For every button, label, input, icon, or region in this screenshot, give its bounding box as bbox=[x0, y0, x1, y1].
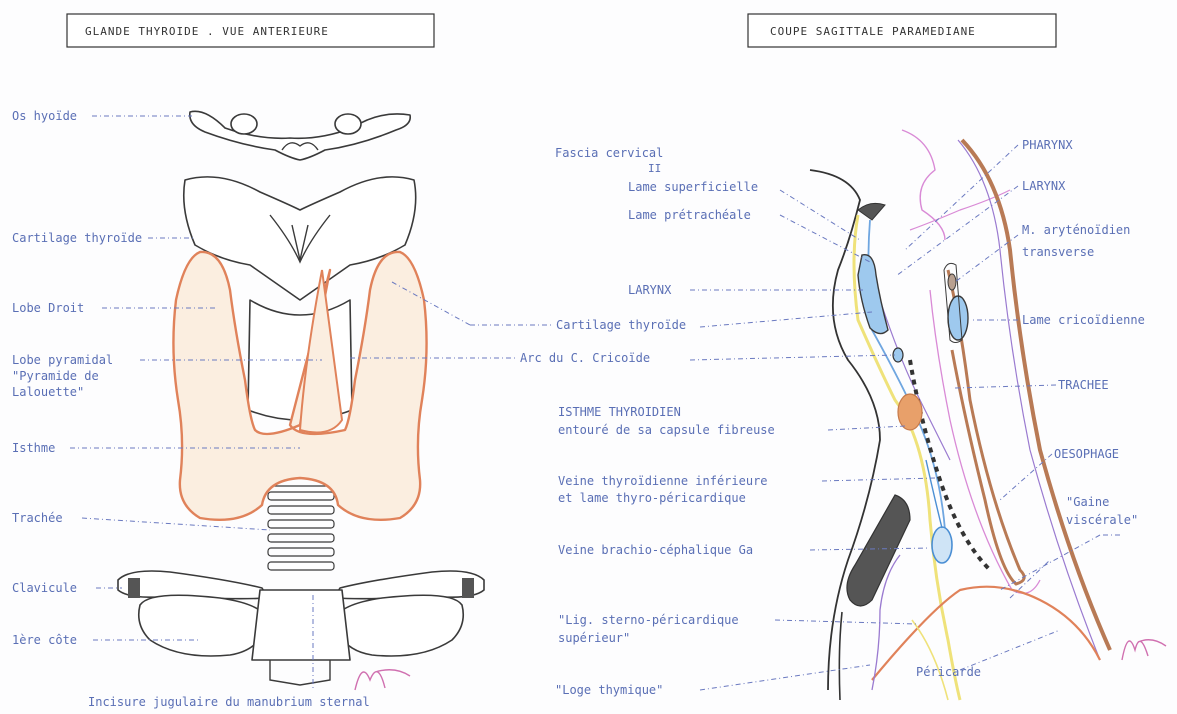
signature-right bbox=[1122, 640, 1166, 660]
label-isthme-thyroidien: ISTHME THYROIDIEN bbox=[558, 405, 681, 419]
label-lame-superficielle: Lame superficielle bbox=[628, 180, 758, 194]
label-gaine: "Gaine bbox=[1066, 495, 1109, 509]
label-pyramide-de: "Pyramide de bbox=[12, 369, 99, 383]
label-aryteno: M. aryténoïdien bbox=[1022, 223, 1130, 237]
label-fascia-cervical: Fascia cervical bbox=[555, 146, 663, 160]
label-arc-cricoide: Arc du C. Cricoïde bbox=[520, 351, 650, 365]
title-right: COUPE SAGITTALE PARAMEDIANE bbox=[748, 14, 1056, 47]
label-lig-superieur: supérieur" bbox=[558, 631, 630, 645]
label-lame-thyro-pericardique: et lame thyro-péricardique bbox=[558, 491, 746, 505]
label-lobe-pyramidal: Lobe pyramidal bbox=[12, 353, 113, 367]
label-pharynx: PHARYNX bbox=[1022, 138, 1073, 152]
label-veine-thyroidienne: Veine thyroïdienne inférieure bbox=[558, 474, 768, 488]
label-lig-sterno: "Lig. sterno-péricardique bbox=[558, 613, 739, 627]
label-premiere-cote: 1ère côte bbox=[12, 633, 77, 647]
label-isthme-capsule: entouré de sa capsule fibreuse bbox=[558, 423, 775, 437]
title-right-text: COUPE SAGITTALE PARAMEDIANE bbox=[770, 25, 976, 38]
clavicles-and-ribs bbox=[118, 571, 484, 685]
signature-left bbox=[355, 670, 410, 690]
label-larynx-left: LARYNX bbox=[628, 283, 672, 297]
label-veine-brachio: Veine brachio-céphalique Ga bbox=[558, 543, 753, 557]
label-center-cartilage: Cartilage thyroïde bbox=[556, 318, 686, 332]
label-transverse: transverse bbox=[1022, 245, 1094, 259]
label-viscerale: viscérale" bbox=[1066, 513, 1138, 527]
title-left-text: GLANDE THYROIDE . VUE ANTERIEURE bbox=[85, 25, 329, 38]
label-incisure: Incisure jugulaire du manubrium sternal bbox=[88, 695, 370, 709]
title-left: GLANDE THYROIDE . VUE ANTERIEURE bbox=[67, 14, 434, 47]
label-larynx-right: LARYNX bbox=[1022, 179, 1066, 193]
label-lobe-droit: Lobe Droit bbox=[12, 301, 84, 315]
label-trachee-right: TRACHEE bbox=[1058, 378, 1109, 392]
right-labels: Fascia cervical II Lame superficielle La… bbox=[555, 138, 1145, 697]
hyoid-bone bbox=[190, 111, 410, 160]
label-pericarde: Péricarde bbox=[916, 665, 981, 679]
label-trachee: Trachée bbox=[12, 511, 63, 525]
label-clavicule: Clavicule bbox=[12, 581, 77, 595]
label-cartilage-thyroide: Cartilage thyroïde bbox=[12, 231, 142, 245]
label-oesophage: OESOPHAGE bbox=[1054, 447, 1119, 461]
label-lame-pretracheale: Lame prétrachéale bbox=[628, 208, 751, 222]
label-lalouette: Lalouette" bbox=[12, 385, 84, 399]
label-os-hyoide: Os hyoïde bbox=[12, 109, 77, 123]
arrow-marks: II bbox=[648, 162, 661, 175]
sagittal-section bbox=[810, 130, 1110, 700]
label-lame-cricoidienne: Lame cricoïdienne bbox=[1022, 313, 1145, 327]
label-isthme: Isthme bbox=[12, 441, 55, 455]
label-loge-thymique: "Loge thymique" bbox=[555, 683, 663, 697]
